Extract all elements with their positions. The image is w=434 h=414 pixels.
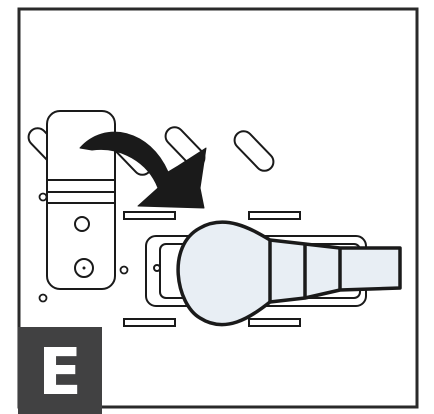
small-holes [38,192,129,303]
diagonal-slot [233,130,275,172]
step-badge [18,327,102,414]
bracket-hole-center [82,266,86,270]
horizontal-slot [123,211,176,220]
small-hole [38,293,48,303]
panel-frame [17,7,419,409]
curved-arrow-icon [79,131,207,209]
small-hole [38,192,48,202]
horizontal-slot [123,318,176,327]
handheld-device [176,220,402,327]
horizontal-slot [248,211,301,220]
horizontal-slot [248,318,301,327]
base-plate-screw [153,264,161,272]
device-body [176,220,402,327]
bracket-hole [74,216,90,232]
small-hole [119,265,129,275]
bracket-body [46,110,116,290]
mounting-bracket [46,110,116,290]
horizontal-slots [123,211,301,327]
step-letter: E [38,335,82,410]
